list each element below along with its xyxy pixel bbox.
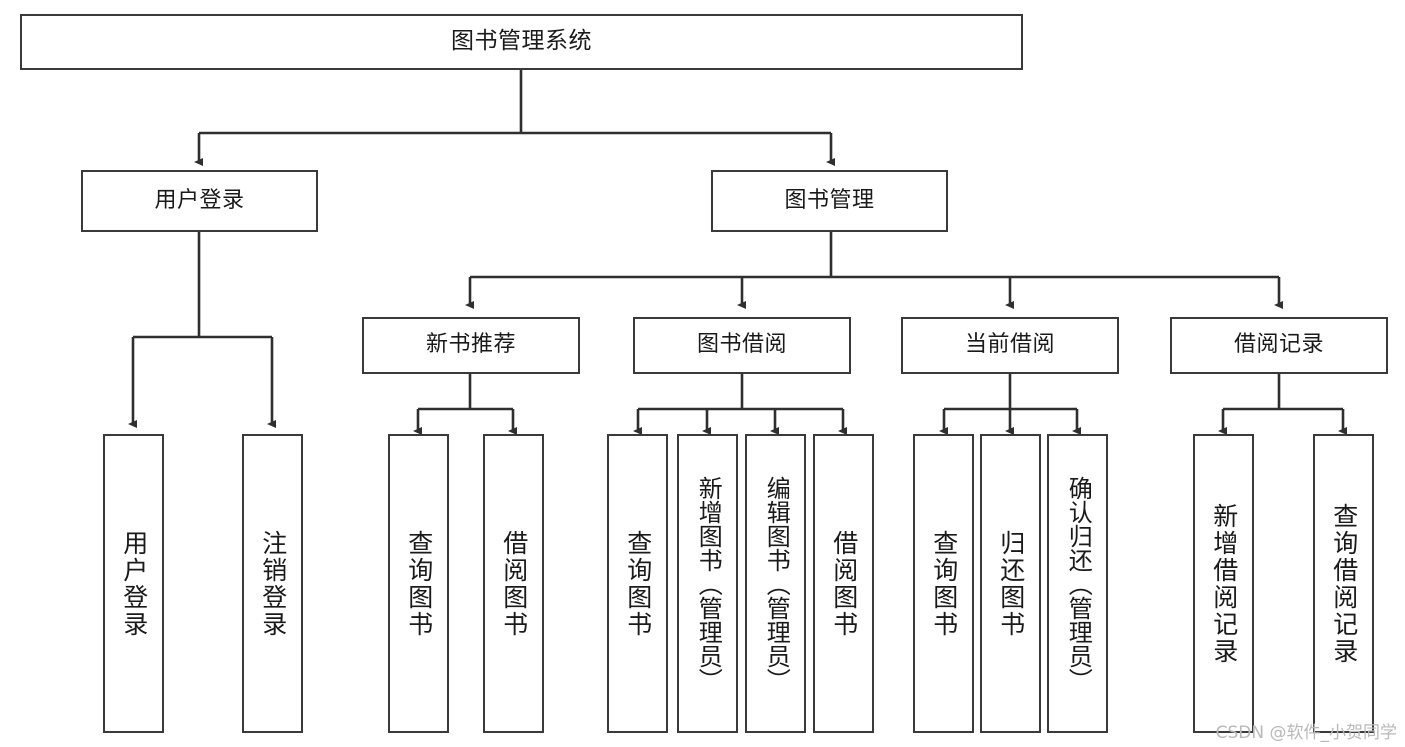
leaf-records-add-record[interactable]: 新增借阅记录 [1193,434,1254,733]
node-label: 查询图书 [404,529,434,638]
leaf-current-return-book[interactable]: 归还图书 [980,434,1041,733]
node-label: 用户登录 [154,187,245,213]
node-label: 图书管理 [784,187,875,213]
node-label: 归还图书 [996,529,1026,638]
leaf-recommend-borrow-book[interactable]: 借阅图书 [483,434,544,733]
node-label: 注销登录 [258,529,288,638]
node-user-login[interactable]: 用户登录 [81,170,318,232]
leaf-borrow-edit-book-admin[interactable]: 编辑图书（管理员） [745,434,806,733]
leaf-records-query-record[interactable]: 查询借阅记录 [1313,434,1374,733]
node-label: 确认归还（管理员） [1064,475,1093,692]
node-label: 借阅图书 [829,529,859,638]
leaf-recommend-query-book[interactable]: 查询图书 [388,434,449,733]
node-label: 新增图书（管理员） [694,475,723,692]
node-current-borrow[interactable]: 当前借阅 [901,317,1119,374]
node-root-system[interactable]: 图书管理系统 [20,14,1023,70]
node-label: 图书借阅 [696,332,787,358]
node-label: 查询图书 [623,529,653,638]
watermark-text: CSDN @软件_小贺同学 [1215,723,1397,743]
node-label: 新书推荐 [425,332,516,358]
node-label: 查询借阅记录 [1329,502,1359,665]
node-label: 新增借阅记录 [1209,502,1239,665]
node-new-book-recommend[interactable]: 新书推荐 [362,317,580,374]
leaf-user-login-login[interactable]: 用户登录 [103,434,164,733]
node-book-management[interactable]: 图书管理 [711,170,948,232]
leaf-current-query-book[interactable]: 查询图书 [913,434,974,733]
node-book-borrow[interactable]: 图书借阅 [633,317,851,374]
node-label: 用户登录 [119,529,149,638]
leaf-borrow-query-book[interactable]: 查询图书 [607,434,668,733]
node-label: 借阅记录 [1233,332,1324,358]
node-label: 借阅图书 [499,529,529,638]
leaf-user-login-logout[interactable]: 注销登录 [242,434,303,733]
node-label: 当前借阅 [964,332,1055,358]
leaf-borrow-borrow-book[interactable]: 借阅图书 [813,434,874,733]
node-borrow-records[interactable]: 借阅记录 [1170,317,1388,374]
node-label: 查询图书 [929,529,959,638]
leaf-borrow-add-book-admin[interactable]: 新增图书（管理员） [677,434,738,733]
node-label: 编辑图书（管理员） [762,475,791,692]
leaf-current-confirm-return-admin[interactable]: 确认归还（管理员） [1047,434,1108,733]
node-label: 图书管理系统 [451,28,592,55]
